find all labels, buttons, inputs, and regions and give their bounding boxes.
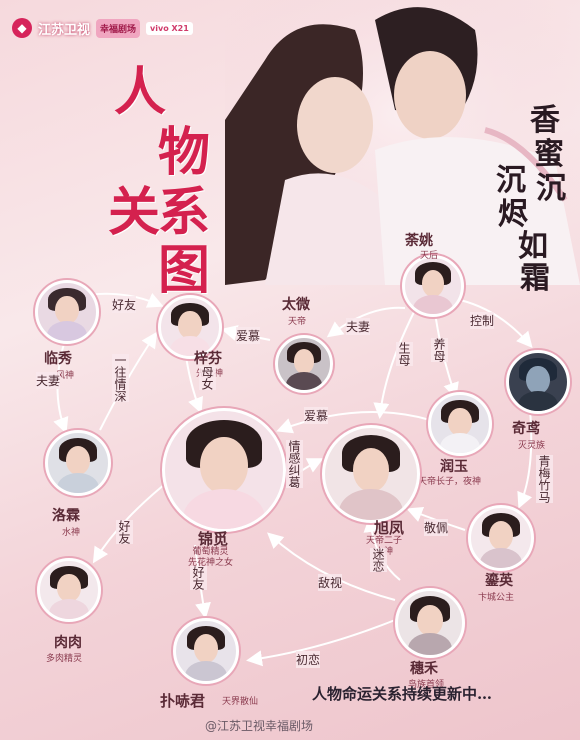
- title-char-1: 人: [114, 62, 167, 123]
- relation-qinggan-jiuge: 情感纠葛: [286, 440, 303, 488]
- desc-qiyuan: 灭灵族: [518, 441, 546, 451]
- title-char-5: 图: [158, 240, 211, 301]
- name-taiwei: 太微: [282, 297, 310, 313]
- portrait-zifen[interactable]: [158, 295, 222, 359]
- link-chayao-xufeng: [373, 309, 416, 419]
- relation-haoyou-rourou: 好友: [116, 520, 133, 544]
- portrait-runyu[interactable]: [428, 392, 492, 456]
- desc-suihe: 鸟族首领: [408, 680, 445, 690]
- portrait-linxiu[interactable]: [35, 280, 99, 344]
- show-title-char-1: 香: [530, 103, 560, 138]
- desc-luolin: 水神: [62, 528, 81, 538]
- desc-puchijun: 天界散仙: [222, 697, 259, 707]
- show-title-char-4: 沉: [496, 163, 526, 198]
- desc-runyu: 天帝长子，夜神: [418, 477, 482, 487]
- happiness-theater-badge: 幸福剧场: [96, 18, 141, 38]
- desc-linxiu: 风神: [56, 371, 75, 381]
- name-jinmi: 锦觅: [198, 530, 229, 548]
- show-title-char-5: 烬: [498, 197, 528, 232]
- name-luolin: 洛霖: [52, 508, 80, 524]
- relation-yangmu: 养母: [431, 338, 448, 362]
- sponsor-badge: vivo X21: [146, 21, 193, 35]
- name-suihe: 穗禾: [410, 661, 438, 677]
- relation-milian: 迷恋: [370, 548, 387, 572]
- channel-logos: ◆ 江苏卫视 幸福剧场 vivo X21: [12, 18, 193, 38]
- portrait-jinmi[interactable]: [162, 408, 286, 532]
- link-suihe-puchijun: [246, 619, 396, 667]
- portrait-qiyuan[interactable]: [506, 350, 570, 414]
- portrait-xufeng[interactable]: [322, 425, 420, 523]
- relation-aimu-zifen: 爱慕: [236, 327, 261, 344]
- relation-fuqi-linxiu: 夫妻: [36, 372, 61, 389]
- name-xufeng: 旭凤: [374, 519, 405, 537]
- link-linxiu-zifen: [87, 292, 164, 308]
- name-qiyuan: 奇鸢: [512, 421, 540, 437]
- portrait-chayao[interactable]: [402, 255, 464, 317]
- link-qiyuan-luanying: [517, 409, 533, 509]
- desc-jinmi: 葡萄精灵 先花神之女: [188, 547, 234, 568]
- desc-taiwei: 天帝: [288, 317, 307, 327]
- title-char-2: 物: [158, 122, 211, 183]
- show-title-char-3: 沉: [536, 171, 566, 206]
- relation-jingpei: 敬佩: [424, 519, 449, 536]
- desc-luanying: 卞城公主: [478, 593, 515, 603]
- relation-fuqi-taiwei: 夫妻: [346, 318, 371, 335]
- name-linxiu: 临秀: [44, 351, 72, 367]
- main-title: 人 物 关 系 图: [108, 50, 220, 301]
- relation-qingmeizhuma: 青梅竹马: [536, 455, 553, 503]
- network-logo-text: 江苏卫视: [38, 22, 91, 38]
- portrait-puchijun[interactable]: [173, 618, 239, 684]
- portrait-luolin[interactable]: [45, 430, 111, 496]
- relation-dishi: 敌视: [318, 574, 343, 591]
- title-char-4: 系: [158, 182, 211, 243]
- jiangsu-tv-icon: ◆: [12, 18, 32, 38]
- relation-chulian: 初恋: [296, 651, 321, 668]
- relation-yiwangqingshen: 一往情深: [112, 354, 129, 402]
- name-rourou: 肉肉: [54, 635, 82, 651]
- footer-text: 人物命运关系持续更新中…: [312, 685, 493, 703]
- show-title: 香 蜜 沉 沉 烬 如 霜: [490, 95, 570, 296]
- relation-shengmu: 生母: [396, 342, 413, 366]
- link-runyu-jinmi: [276, 411, 431, 434]
- portrait-suihe[interactable]: [395, 588, 465, 658]
- portrait-rourou[interactable]: [37, 558, 101, 622]
- name-puchijun: 扑哧君: [160, 692, 206, 710]
- name-luanying: 鎏英: [485, 573, 513, 589]
- title-char-3: 关: [108, 182, 161, 243]
- show-title-char-6: 如: [518, 229, 548, 264]
- link-chayao-qiyuan: [459, 299, 533, 349]
- portrait-taiwei[interactable]: [275, 335, 333, 393]
- desc-rourou: 多肉精灵: [46, 654, 83, 664]
- relation-aimu-runyu: 爱慕: [304, 407, 329, 424]
- name-zifen: 梓芬: [194, 351, 222, 367]
- show-title-char-7: 霜: [520, 261, 550, 296]
- relation-haoyou-puchi: 好友: [190, 566, 207, 590]
- relation-munv: 母女: [199, 366, 216, 390]
- portrait-luanying[interactable]: [468, 505, 534, 571]
- name-runyu: 润玉: [440, 459, 468, 475]
- relation-kongzhi: 控制: [470, 312, 495, 329]
- desc-chayao: 天后: [420, 251, 439, 261]
- link-chayao-taiwei: [326, 306, 406, 338]
- relation-haoyou-top: 好友: [112, 296, 137, 313]
- show-title-char-2: 蜜: [534, 137, 564, 172]
- couple-artwork: [225, 0, 580, 285]
- name-chayao: 荼姚: [405, 233, 433, 249]
- link-suihe-jinmi: [267, 532, 396, 601]
- weibo-watermark: @江苏卫视幸福剧场: [205, 719, 314, 733]
